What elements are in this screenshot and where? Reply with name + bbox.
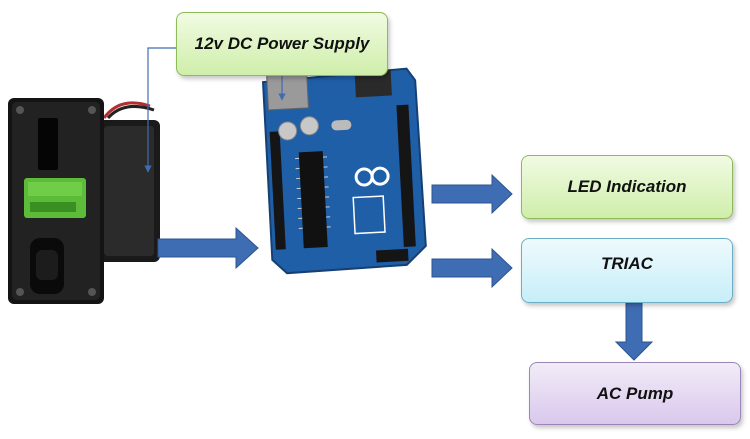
arduino-board [261,67,427,275]
arrow-arduino-to-triac [431,247,513,289]
coin-acceptor-body [8,98,160,304]
ac-pump-label: AC Pump [596,383,674,403]
ac-pump-box: AC Pump [529,362,741,425]
triac-box: TRIAC [521,238,733,303]
led-indication-box: LED Indication [521,155,733,219]
arrow-arduino-to-led [431,173,513,215]
triac-label: TRIAC [601,254,653,273]
power-supply-label: 12v DC Power Supply [194,34,370,53]
arrow-acceptor-to-arduino [157,226,259,270]
power-to-acceptor-line [144,47,176,173]
arrow-triac-to-pump [614,302,654,361]
power-supply-box: 12v DC Power Supply [176,12,388,76]
led-indication-label: LED Indication [567,177,687,196]
